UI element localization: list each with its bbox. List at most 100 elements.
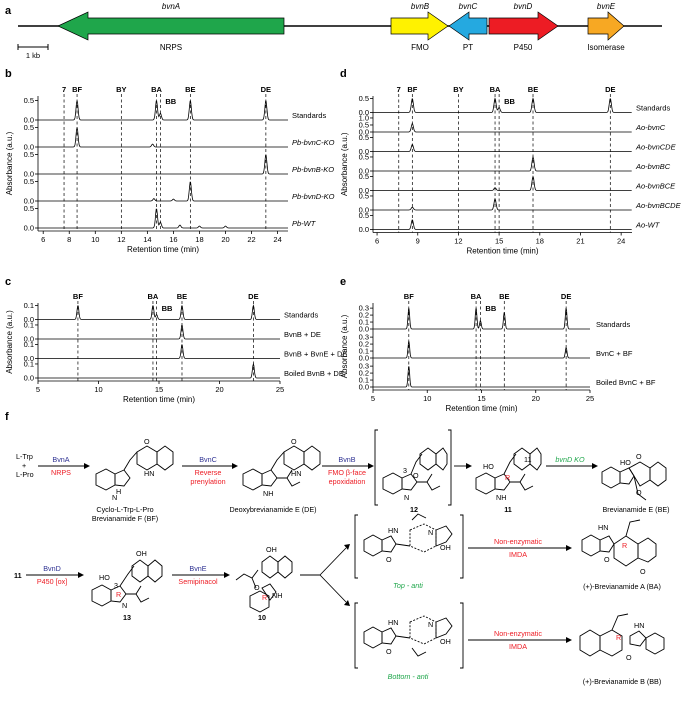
y-tick-label-d: 0.0	[359, 186, 369, 195]
compound-13-label: 13	[123, 613, 131, 622]
y-tick-label-e: 0.2	[359, 340, 369, 349]
branch-down	[319, 574, 347, 603]
trace-label-b: Pb-bvnB-KO	[292, 165, 334, 174]
peak-label-b: BE	[185, 85, 195, 94]
y-tick-label-c: 0.0	[24, 335, 34, 344]
bvnD-gene-arrow	[488, 11, 559, 41]
y-tick-label-b: 0.5	[24, 204, 34, 213]
bvnC-name: bvnC	[459, 2, 478, 11]
trace-label-d: Ao-bvnBC	[635, 162, 671, 171]
y-axis-title-d: Absorbance (a.u.)	[340, 132, 349, 196]
trace-label-e: BvnC + BF	[596, 349, 633, 358]
trace-d	[373, 97, 632, 113]
trace-label-d: Ao-WT	[635, 221, 661, 230]
svg-text:3: 3	[114, 581, 118, 590]
y-tick-label-b: 0.5	[24, 96, 34, 105]
bracket-12-right	[448, 429, 452, 506]
trace-d	[373, 144, 632, 152]
svg-text:R: R	[622, 541, 627, 550]
svg-text:R: R	[262, 593, 267, 602]
peak-label-e: DE	[561, 292, 571, 301]
svg-text:3: 3	[403, 466, 407, 475]
trace-label-b: Pb-WT	[292, 219, 317, 228]
y-tick-label-e: 0.2	[359, 311, 369, 320]
peak-label-d: BA	[490, 85, 501, 94]
y-tick-label-e: 0.0	[359, 383, 369, 392]
bvnD-function: P450	[514, 43, 533, 52]
x-tick-label-d: 9	[416, 237, 420, 246]
bvnA-function: NRPS	[160, 43, 182, 52]
svg-text:HN: HN	[598, 523, 608, 532]
y-tick-label-b: 0.5	[24, 177, 34, 186]
x-tick-label-c: 5	[36, 385, 40, 394]
x-tick-label-d: 6	[375, 237, 379, 246]
x-tick-label-e: 20	[532, 394, 540, 403]
compound-11b-label: 11	[14, 571, 22, 580]
x-tick-label-b: 14	[143, 235, 151, 244]
structure-BF: H N O HN	[95, 437, 174, 502]
trace-label-e: Boiled BvnC + BF	[596, 378, 656, 387]
gene-cluster: bvnA NRPS bvnB FMO bvnC PT bvnD P450 bvn…	[17, 2, 662, 60]
peak-label-e: BA	[471, 292, 482, 301]
peak-label-e: BE	[499, 292, 509, 301]
branch-up-head	[344, 544, 350, 550]
svg-text:O: O	[144, 437, 150, 446]
substrate-plus: +	[22, 461, 26, 470]
y-tick-label-d: 1.0	[359, 113, 369, 122]
panel-label-d: d	[340, 68, 347, 80]
BB-name: (+)-Brevianamide B (BB)	[583, 677, 662, 686]
trace-c	[38, 344, 280, 359]
substrate-pro: L-Pro	[16, 470, 34, 479]
y-tick-label-b: 0.5	[24, 123, 34, 132]
structure-DE: NH O HN	[242, 437, 321, 498]
bvnB-gene-arrow	[390, 11, 449, 41]
trace-label-c: Boiled BvnB + DE	[284, 369, 344, 378]
x-tick-label-d: 12	[454, 237, 462, 246]
arrowhead-bvnA	[84, 463, 90, 469]
enzyme-bvnE: BvnE	[189, 564, 206, 573]
svg-text:N: N	[404, 493, 409, 502]
svg-text:OH: OH	[266, 545, 277, 554]
svg-text:O: O	[291, 437, 297, 446]
trace-c	[38, 324, 280, 340]
bvnA-gene-arrow	[57, 11, 285, 41]
bvnD-name: bvnD	[514, 2, 533, 11]
y-axis-title-b: Absorbance (a.u.)	[5, 131, 14, 195]
bracket-top-left	[354, 514, 358, 579]
bvnC-gene-arrow	[448, 11, 488, 41]
enzyme-bvnB-fn2: epoxidation	[329, 477, 366, 486]
panel-label-a: a	[5, 5, 12, 17]
top-anti-label: Top - anti	[393, 581, 423, 590]
trace-label-d: Ao-bvnC	[635, 123, 666, 132]
y-tick-label-e: 0.3	[359, 362, 369, 371]
peak-label-d: BB	[504, 97, 515, 106]
arrowhead-bvnC	[232, 463, 238, 469]
trace-label-c: Standards	[284, 311, 318, 320]
x-tick-label-e: 5	[371, 394, 375, 403]
DE-name: Deoxybrevianamide E (DE)	[229, 505, 316, 514]
peak-label-b: DE	[261, 85, 271, 94]
y-tick-label-d: 0.0	[359, 147, 369, 156]
svg-text:O: O	[604, 555, 610, 564]
peak-label-c: DE	[248, 292, 258, 301]
y-tick-label-c: 0.1	[24, 340, 34, 349]
compound-10-label: 10	[258, 613, 266, 622]
peak-label-d: BF	[407, 85, 417, 94]
biosynthesis-scheme: L-Trp + L-Pro BvnA NRPS H N O HN Cyclo-L…	[14, 429, 670, 686]
structure-10: NH O R OH	[235, 545, 293, 613]
x-tick-label-b: 6	[41, 235, 45, 244]
svg-text:O: O	[636, 488, 642, 497]
peak-label-d: BY	[453, 85, 463, 94]
svg-text:NH: NH	[263, 489, 273, 498]
enzyme-bvnB-fn1: FMO β-face	[328, 468, 366, 477]
panel-label-f: f	[5, 411, 9, 423]
x-tick-label-d: 21	[576, 237, 584, 246]
y-tick-label-d: 0.0	[359, 108, 369, 117]
x-tick-label-d: 18	[536, 237, 544, 246]
structure-11: NH HO R 11	[475, 447, 542, 502]
peak-label-b: BY	[116, 85, 126, 94]
x-tick-label-b: 8	[67, 235, 71, 244]
svg-text:O: O	[413, 471, 419, 480]
